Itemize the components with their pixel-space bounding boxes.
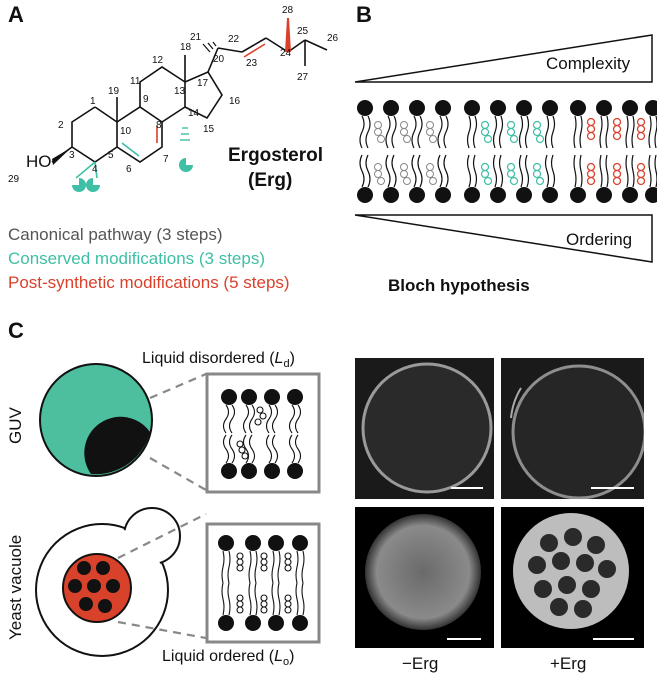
micrograph-vacuole-plus-erg [501,507,644,648]
guv-ordered-domain [84,416,150,475]
legend-canonical: Canonical pathway (3 steps) [8,225,223,244]
lo-symbol: L [274,648,283,665]
lo-subscript: o [282,656,290,669]
ld-label-text: Liquid disordered ( [142,350,275,367]
molecule-abbrev: (Erg) [248,170,293,191]
molecule-name: Ergosterol [228,145,324,166]
micrograph-guv-plus-erg [501,358,644,499]
lo-label-text: Liquid ordered ( [162,648,275,665]
svg-text:4: 4 [92,164,98,175]
svg-text:19: 19 [108,86,120,97]
micrograph-guv-minus-erg [355,358,494,499]
svg-text:24: 24 [280,48,292,59]
svg-text:16: 16 [229,96,241,107]
panel-b-letter: B [356,2,372,27]
svg-text:22: 22 [228,34,240,45]
lo-label-suffix: ) [289,648,295,665]
svg-text:18: 18 [180,42,192,53]
complexity-label: Complexity [546,54,631,73]
plus-erg-label: +Erg [550,654,587,673]
legend-conserved: Conserved modifications (3 steps) [8,249,266,268]
bloch-diagram [354,34,657,263]
micrograph-vacuole-minus-erg [355,507,494,648]
panel-a-letter: A [8,2,24,27]
ld-subscript: d [283,358,290,371]
svg-text:23: 23 [246,58,258,69]
svg-text:14: 14 [188,108,200,119]
svg-text:1: 1 [90,96,96,107]
vacuole-domains [68,561,120,613]
svg-text:5: 5 [108,150,114,161]
membrane-conserved [464,100,558,203]
svg-text:13: 13 [174,86,186,97]
svg-text:2: 2 [58,120,64,131]
minus-erg-label: −Erg [402,654,439,673]
svg-text:15: 15 [203,124,215,135]
hydroxyl-label: HO [26,152,52,171]
svg-text:29: 29 [8,174,20,185]
svg-text:12: 12 [152,55,164,66]
ld-symbol: L [274,350,284,367]
complexity-wedge [354,34,653,83]
svg-text:3: 3 [69,150,75,161]
svg-text:17: 17 [197,78,209,89]
svg-text:26: 26 [327,33,339,44]
svg-text:10: 10 [120,126,132,137]
svg-text:20: 20 [213,54,225,65]
bloch-hypothesis-label: Bloch hypothesis [388,276,530,295]
svg-text:6: 6 [126,164,132,175]
ld-label-suffix: ) [289,350,295,367]
svg-text:8: 8 [156,120,162,131]
ld-label: Liquid disordered (Ld) [142,350,295,370]
ordering-wedge [354,214,653,263]
legend-post-synthetic: Post-synthetic modifications (5 steps) [8,273,290,292]
lo-label: Liquid ordered (Lo) [162,648,294,668]
membrane-post-synthetic [570,100,657,203]
ordering-label: Ordering [566,230,633,249]
svg-text:7: 7 [163,154,169,165]
svg-text:27: 27 [297,72,309,83]
panel-c-letter: C [8,318,24,343]
svg-text:9: 9 [143,94,149,105]
membrane-canonical [357,100,451,203]
svg-text:11: 11 [130,76,141,87]
panel-c-schematic [35,363,321,657]
svg-text:28: 28 [282,5,294,16]
svg-text:21: 21 [190,32,202,43]
svg-text:25: 25 [297,26,309,37]
